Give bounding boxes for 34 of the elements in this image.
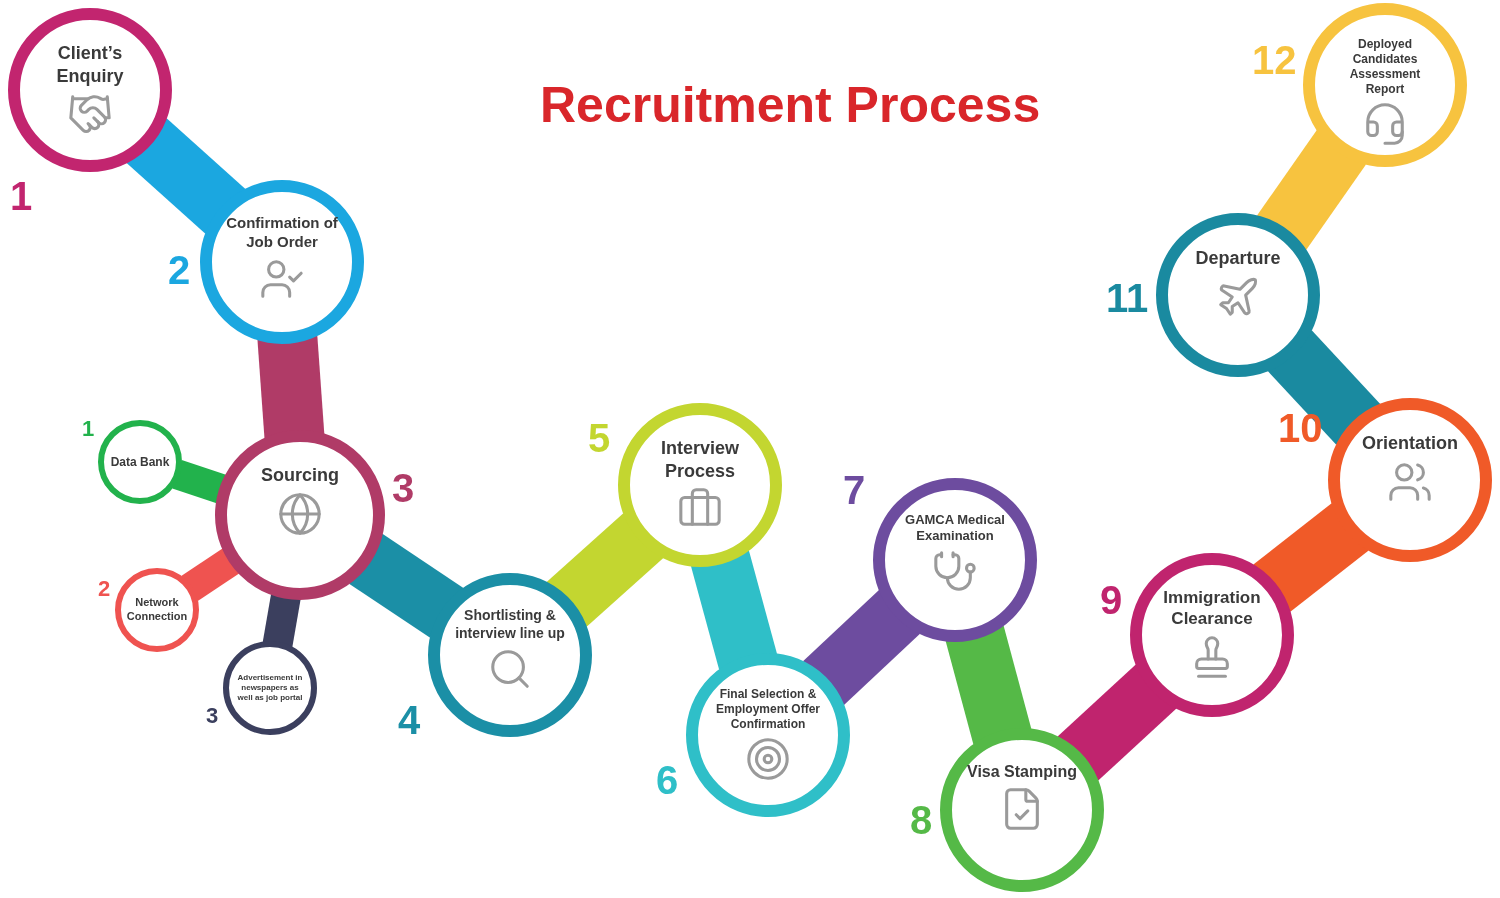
connector-band: [1257, 130, 1366, 250]
step-label: Advertisement in newspapers as well as job portal: [236, 673, 304, 703]
step-number: 3: [392, 468, 415, 508]
step-number: 2: [168, 250, 191, 290]
step-number: 1: [82, 418, 95, 440]
step-number: 6: [656, 760, 679, 800]
step-number: 12: [1252, 40, 1297, 80]
title: Recruitment Process: [540, 80, 1041, 130]
step-number: 9: [1100, 580, 1123, 620]
step-label: Network Connection: [125, 596, 189, 624]
step-label: Interview Process: [660, 437, 740, 482]
step-number: 5: [588, 418, 611, 458]
connector-band: [691, 550, 777, 670]
step-number: 3: [206, 705, 219, 727]
step-number: 2: [98, 578, 111, 600]
step-number: 8: [910, 800, 933, 840]
step-label: Immigration Clearance: [1162, 587, 1262, 630]
step-label: Visa Stamping: [967, 762, 1077, 782]
step-label: GAMCA Medical Examination: [904, 512, 1006, 545]
step-label: Orientation: [1362, 432, 1458, 455]
step-label: Shortlisting & interview line up: [454, 607, 566, 642]
step-number: 10: [1278, 408, 1323, 448]
step-label: Client’s Enquiry: [55, 42, 125, 87]
step-number: 11: [1106, 278, 1149, 318]
connector-band: [945, 625, 1032, 745]
step-number: 7: [843, 470, 866, 510]
step-label: Confirmation of Job Order: [225, 214, 339, 252]
step-label: Departure: [1195, 247, 1281, 270]
step-label: Data Bank: [110, 454, 170, 470]
step-label: Sourcing: [261, 464, 339, 487]
step-label: Deployed Candidates Assessment Report: [1348, 37, 1422, 97]
step-label: Final Selection & Employment Offer Confirmation: [715, 687, 821, 732]
step-number: 4: [398, 700, 421, 740]
step-number: 1: [10, 176, 33, 216]
